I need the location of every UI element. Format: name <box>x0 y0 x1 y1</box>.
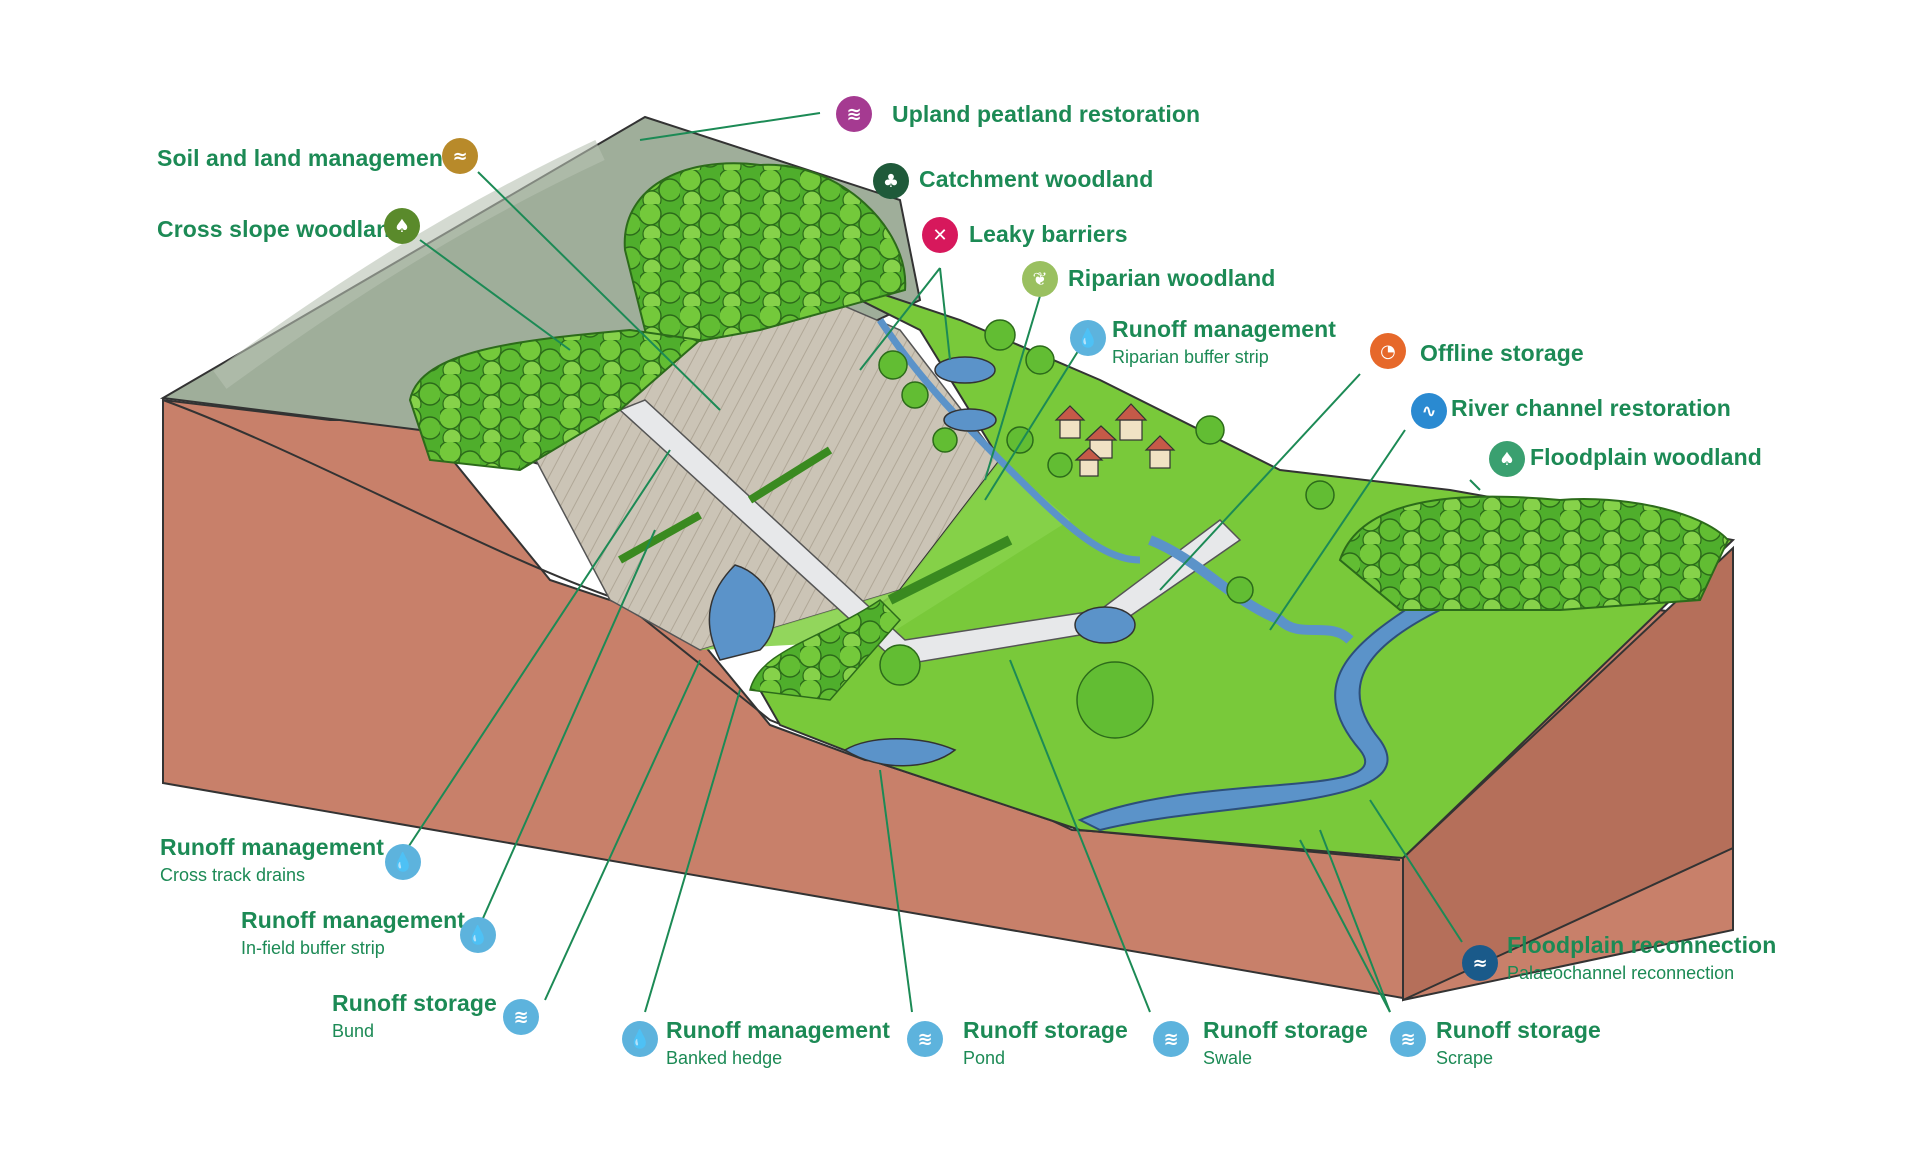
label-title: Runoff management <box>241 907 466 933</box>
floodplain-wave-icon: ≈ <box>1462 945 1498 981</box>
river-icon: ∿ <box>1411 393 1447 429</box>
label-runoff-storage-scrape: Runoff storage Scrape <box>1436 1017 1601 1069</box>
label-subtitle: Scrape <box>1436 1048 1494 1068</box>
label-title: Upland peatland restoration <box>892 101 1201 127</box>
label-upland-peatland-restoration: Upland peatland restoration <box>892 101 1200 128</box>
leaf-tree-icon: ❦ <box>1022 261 1058 297</box>
peat-icon: ≋ <box>836 96 872 132</box>
storage-icon: ≋ <box>1153 1021 1189 1057</box>
label-title: Runoff management <box>666 1017 891 1043</box>
label-runoff-infield-buffer: Runoff management In-field buffer strip <box>241 907 465 959</box>
label-title: Floodplain woodland <box>1530 444 1762 470</box>
label-riparian-woodland: Riparian woodland <box>1068 265 1275 292</box>
label-title: Runoff storage <box>1203 1017 1368 1043</box>
label-title: Soil and land management <box>157 145 451 171</box>
label-title: Leaky barriers <box>969 221 1128 247</box>
water-drop-icon: 💧 <box>385 844 421 880</box>
label-offline-storage: Offline storage <box>1420 340 1584 367</box>
village <box>1054 403 1176 477</box>
label-runoff-cross-track-drains: Runoff management Cross track drains <box>160 834 384 886</box>
soil-icon: ≈ <box>442 138 478 174</box>
pond-field <box>708 564 776 661</box>
label-title: Floodplain reconnection <box>1507 932 1777 958</box>
label-subtitle: Riparian buffer strip <box>1112 347 1269 367</box>
floodplain-tree-icon: ♠ <box>1489 441 1525 477</box>
label-cross-slope-woodland: Cross slope woodland <box>157 216 404 243</box>
offline-storage-icon: ◔ <box>1370 333 1406 369</box>
conifer-trees-icon: ♣ <box>873 163 909 199</box>
label-subtitle: Palaeochannel reconnection <box>1507 963 1735 983</box>
river <box>1077 598 1443 832</box>
isolated-trees <box>878 319 1335 739</box>
label-title: Offline storage <box>1420 340 1584 366</box>
pond-scrape <box>843 738 957 767</box>
storage-icon: ≋ <box>1390 1021 1426 1057</box>
label-river-channel-restoration: River channel restoration <box>1451 395 1731 422</box>
label-catchment-woodland: Catchment woodland <box>919 166 1153 193</box>
label-subtitle: Pond <box>963 1048 1006 1068</box>
offline-storage-pond <box>1074 606 1136 644</box>
storage-icon: ≋ <box>503 999 539 1035</box>
label-title: Runoff storage <box>963 1017 1128 1043</box>
label-runoff-storage-bund: Runoff storage Bund <box>332 990 497 1042</box>
floodplain-woodland <box>1338 495 1730 611</box>
label-floodplain-reconnection: Floodplain reconnection Palaeochannel re… <box>1507 932 1776 984</box>
label-runoff-storage-pond: Runoff storage Pond <box>963 1017 1128 1069</box>
label-subtitle: Bund <box>332 1021 375 1041</box>
label-title: Runoff storage <box>332 990 497 1016</box>
water-drop-icon: 💧 <box>1070 320 1106 356</box>
label-title: River channel restoration <box>1451 395 1731 421</box>
label-subtitle: Cross track drains <box>160 865 306 885</box>
label-subtitle: Swale <box>1203 1048 1253 1068</box>
cross-slope-woodland <box>408 328 703 472</box>
leaky-barrier-icon: ✕ <box>922 217 958 253</box>
label-subtitle: In-field buffer strip <box>241 938 385 958</box>
water-drop-icon: 💧 <box>622 1021 658 1057</box>
label-leaky-barriers: Leaky barriers <box>969 221 1128 248</box>
label-title: Runoff storage <box>1436 1017 1601 1043</box>
label-soil-and-land-management: Soil and land management <box>157 145 451 172</box>
storage-icon: ≋ <box>907 1021 943 1057</box>
farm-track <box>618 399 1242 666</box>
label-runoff-banked-hedge: Runoff management Banked hedge <box>666 1017 890 1069</box>
leader-lines <box>402 112 1481 1013</box>
label-runoff-riparian-buffer: Runoff management Riparian buffer strip <box>1112 316 1336 368</box>
water-drop-icon: 💧 <box>460 917 496 953</box>
pond-upper <box>934 356 996 384</box>
label-title: Runoff management <box>1112 316 1337 342</box>
label-title: Runoff management <box>160 834 385 860</box>
catchment-woodland <box>623 162 907 352</box>
label-title: Riparian woodland <box>1068 265 1276 291</box>
label-floodplain-woodland: Floodplain woodland <box>1530 444 1762 471</box>
tree-icon: ♠ <box>384 208 420 244</box>
label-subtitle: Banked hedge <box>666 1048 783 1068</box>
label-title: Catchment woodland <box>919 166 1154 192</box>
label-title: Cross slope woodland <box>157 216 405 242</box>
label-runoff-storage-swale: Runoff storage Swale <box>1203 1017 1368 1069</box>
